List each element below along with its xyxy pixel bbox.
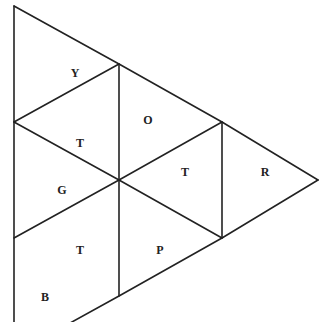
fold-line: [221, 122, 223, 238]
face-letter: G: [57, 184, 66, 196]
face-letter: Y: [71, 67, 80, 79]
face-letter: P: [156, 244, 163, 256]
face-letter: R: [261, 166, 270, 178]
fold-line: [14, 122, 222, 238]
face-letter: B: [41, 291, 49, 303]
fold-line: [14, 64, 119, 122]
face-letter: T: [76, 244, 84, 256]
left-edge: [13, 6, 15, 322]
fold-line: [14, 122, 222, 238]
face-letter: O: [143, 114, 152, 126]
lower-edge: [14, 180, 318, 322]
face-letter: T: [76, 137, 84, 149]
fold-line: [118, 64, 120, 296]
face-letter: T: [181, 166, 189, 178]
